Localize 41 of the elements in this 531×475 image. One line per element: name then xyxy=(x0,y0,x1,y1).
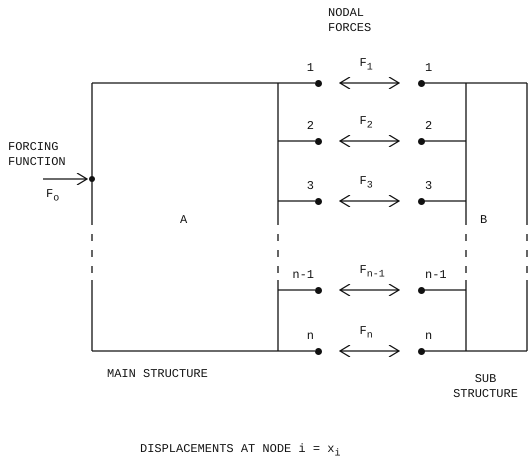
node-number: 1 xyxy=(425,61,432,76)
node-number: n-1 xyxy=(292,268,314,283)
node-number: n-1 xyxy=(425,268,447,283)
force-arrow xyxy=(339,344,400,358)
structure-caption: MAIN STRUCTURE xyxy=(107,367,209,382)
node-number: n xyxy=(425,329,432,344)
structure-member xyxy=(424,140,466,142)
node-number: 2 xyxy=(306,119,314,134)
force-arrow xyxy=(339,134,400,148)
force-label: F$_{o}$ xyxy=(46,187,60,206)
annotation-text: FORCING FUNCTION xyxy=(8,140,67,170)
structure-member xyxy=(424,200,466,202)
force-arrow xyxy=(339,283,400,297)
structure-member xyxy=(278,289,315,291)
force-label: F$_{1}$ xyxy=(360,56,373,76)
force-label: F$_{3}$ xyxy=(360,174,373,194)
structure-member xyxy=(424,350,466,352)
structure-member xyxy=(424,82,466,84)
force-label: F$_{2}$ xyxy=(360,114,373,134)
structure-label: B xyxy=(480,213,488,228)
node-number: 3 xyxy=(425,179,432,194)
force-arrow xyxy=(43,172,88,186)
structure-member xyxy=(278,82,315,84)
structure-member xyxy=(278,200,315,202)
diagram-caption: DISPLACEMENTS AT NODE i = x$_{i}$ xyxy=(140,442,340,462)
node-number: 1 xyxy=(306,61,314,76)
structure-member xyxy=(278,350,315,352)
annotation-text: NODAL FORCES xyxy=(328,6,372,36)
node-number: 2 xyxy=(425,119,432,134)
force-arrow xyxy=(339,194,400,208)
structure-box xyxy=(466,83,527,351)
node-number: n xyxy=(306,329,314,344)
structure-caption: SUB STRUCTURE xyxy=(452,372,519,402)
force-label: F$_{n}$ xyxy=(360,324,373,344)
force-label: F$_{n-1}$ xyxy=(360,263,385,282)
structure-member xyxy=(424,289,466,291)
force-arrow xyxy=(339,76,400,90)
node-number: 3 xyxy=(306,179,314,194)
structure-label: A xyxy=(180,213,188,228)
structure-box xyxy=(92,83,278,351)
structure-member xyxy=(278,140,315,142)
